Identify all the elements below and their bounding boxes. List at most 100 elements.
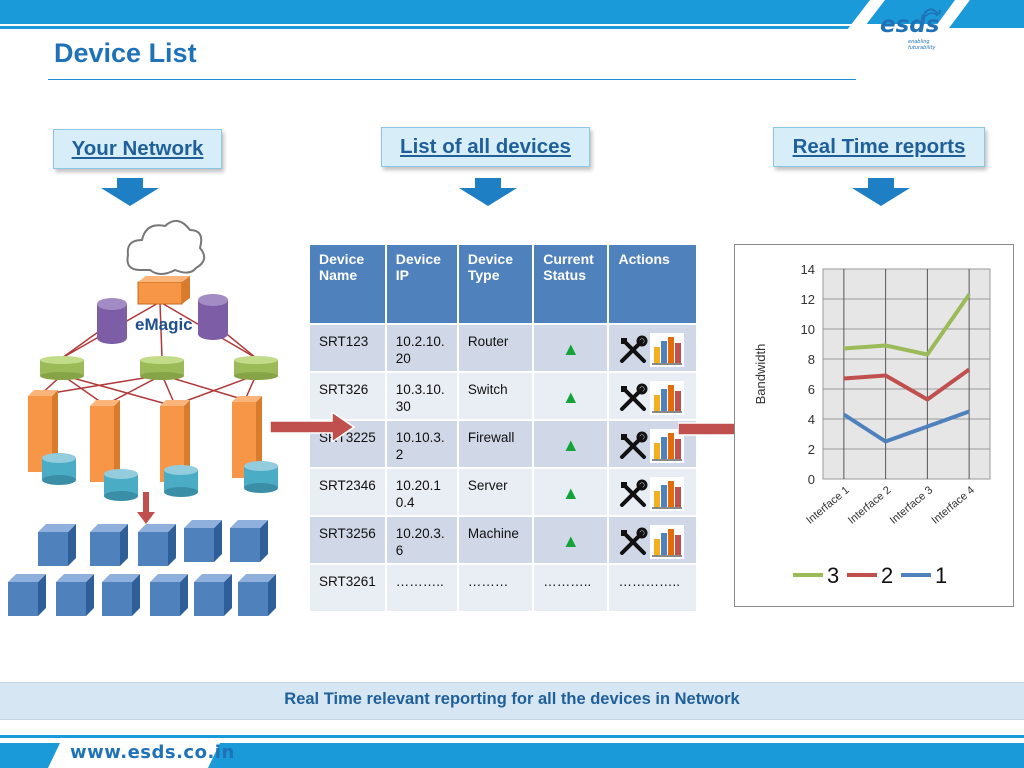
device-actions-cell [607, 515, 698, 565]
status-up-icon: ▲ [561, 339, 580, 359]
esds-logo: esds enabling futurability [880, 6, 952, 51]
bar-chart-icon[interactable] [650, 525, 685, 559]
device-status-cell: ▲ [532, 419, 610, 469]
distribution-switch [40, 356, 84, 380]
device-actions-cell [607, 467, 698, 517]
device-name-cell: SRT3256 [308, 515, 387, 565]
y-tick-label: 6 [808, 382, 815, 397]
tools-icon[interactable] [618, 431, 648, 461]
device-actions-cell [607, 323, 698, 373]
device-status-cell: ▲ [532, 323, 610, 373]
status-up-icon: ▲ [561, 435, 580, 455]
footer-url-link[interactable]: www.esds.co.in [70, 742, 235, 763]
storage-disk [104, 469, 138, 501]
y-axis-label: Bandwidth [753, 344, 768, 405]
logo-swirl-icon [923, 8, 941, 17]
y-tick-label: 10 [801, 322, 815, 337]
emagic-label: eMagic [135, 315, 193, 334]
y-tick-label: 12 [801, 292, 815, 307]
device-table: Device Name Device IP Device Type Curren… [308, 243, 698, 613]
device-name-cell: SRT326 [308, 371, 387, 421]
device-name-cell: SRT3261 [308, 563, 387, 613]
down-arrow-icon [852, 178, 910, 206]
y-tick-label: 2 [808, 442, 815, 457]
bar-chart-icon[interactable] [650, 333, 685, 367]
network-diagram [8, 219, 278, 616]
row-actions [618, 525, 687, 559]
tools-icon[interactable] [618, 335, 648, 365]
device-ip-cell: 10.10.3. 2 [384, 419, 459, 469]
device-status-cell: ▲ [532, 371, 610, 421]
device-type-cell: Switch [456, 371, 535, 421]
device-ip-cell: 10.2.10. 20 [384, 323, 459, 373]
row-actions [618, 381, 687, 415]
device-status-cell: ▲ [532, 515, 610, 565]
cloud-icon [126, 219, 206, 275]
legend-label: 1 [935, 563, 947, 588]
tools-icon[interactable] [618, 479, 648, 509]
col-header-device-ip[interactable]: Device IP [384, 243, 459, 325]
y-tick-label: 4 [808, 412, 815, 427]
down-arrow-icon [101, 178, 159, 206]
device-type-cell: ……… [456, 563, 535, 613]
distribution-switch [140, 356, 184, 380]
storage-disk [244, 461, 278, 493]
down-arrow-red-icon [137, 492, 155, 524]
server-tower [90, 400, 120, 482]
storage-disk [164, 465, 198, 497]
col-header-actions[interactable]: Actions [607, 243, 698, 325]
logo-tagline: enabling futurability [908, 39, 936, 51]
device-actions-cell [607, 419, 698, 469]
core-switch [137, 276, 190, 305]
col-header-device-type[interactable]: Device Type [456, 243, 535, 325]
table-row[interactable]: SRT3261………..………………..………….. [308, 563, 698, 613]
y-tick-label: 0 [808, 472, 815, 487]
tools-icon[interactable] [618, 383, 648, 413]
x-tick-label: Interface 2 [846, 484, 894, 527]
x-tick-label: Interface 1 [804, 484, 852, 527]
database-icon [97, 298, 127, 344]
title-divider [48, 79, 856, 80]
device-name-cell: SRT123 [308, 323, 387, 373]
status-up-icon: ▲ [561, 387, 580, 407]
legend-label: 3 [827, 563, 839, 588]
col-header-device-name[interactable]: Device Name [308, 243, 387, 325]
bar-chart-icon[interactable] [650, 477, 685, 511]
footer-band [0, 735, 1024, 768]
server-tower [232, 396, 262, 478]
device-list-heading[interactable]: List of all devices [381, 127, 590, 167]
device-status-cell: ……….. [532, 563, 610, 613]
status-up-icon: ▲ [561, 483, 580, 503]
x-tick-label: Interface 3 [888, 484, 936, 527]
server-tower [28, 390, 58, 472]
device-type-cell: Server [456, 467, 535, 517]
real-time-reports-heading[interactable]: Real Time reports [773, 127, 985, 167]
red-arrow-right-icon [270, 412, 355, 442]
down-arrow-icon [459, 178, 517, 206]
device-ip-cell: 10.3.10. 30 [384, 371, 459, 421]
your-network-heading[interactable]: Your Network [53, 129, 222, 169]
device-type-cell: Router [456, 323, 535, 373]
row-actions [618, 477, 687, 511]
caption-band [0, 682, 1024, 720]
page-title: Device List [54, 38, 197, 68]
slide-caption: Real Time relevant reporting for all the… [284, 690, 740, 708]
logo-text: esds [880, 12, 940, 38]
device-name-cell: SRT2346 [308, 467, 387, 517]
tools-icon[interactable] [618, 527, 648, 557]
distribution-switch [234, 356, 278, 380]
bar-chart-icon[interactable] [650, 381, 685, 415]
status-up-icon: ▲ [561, 531, 580, 551]
endpoint-cubes [8, 520, 276, 616]
x-tick-label: Interface 4 [930, 484, 978, 527]
device-ip-cell: 10.20.1 0.4 [384, 467, 459, 517]
col-header-current-status[interactable]: Current Status [532, 243, 610, 325]
series-line [842, 409, 970, 444]
